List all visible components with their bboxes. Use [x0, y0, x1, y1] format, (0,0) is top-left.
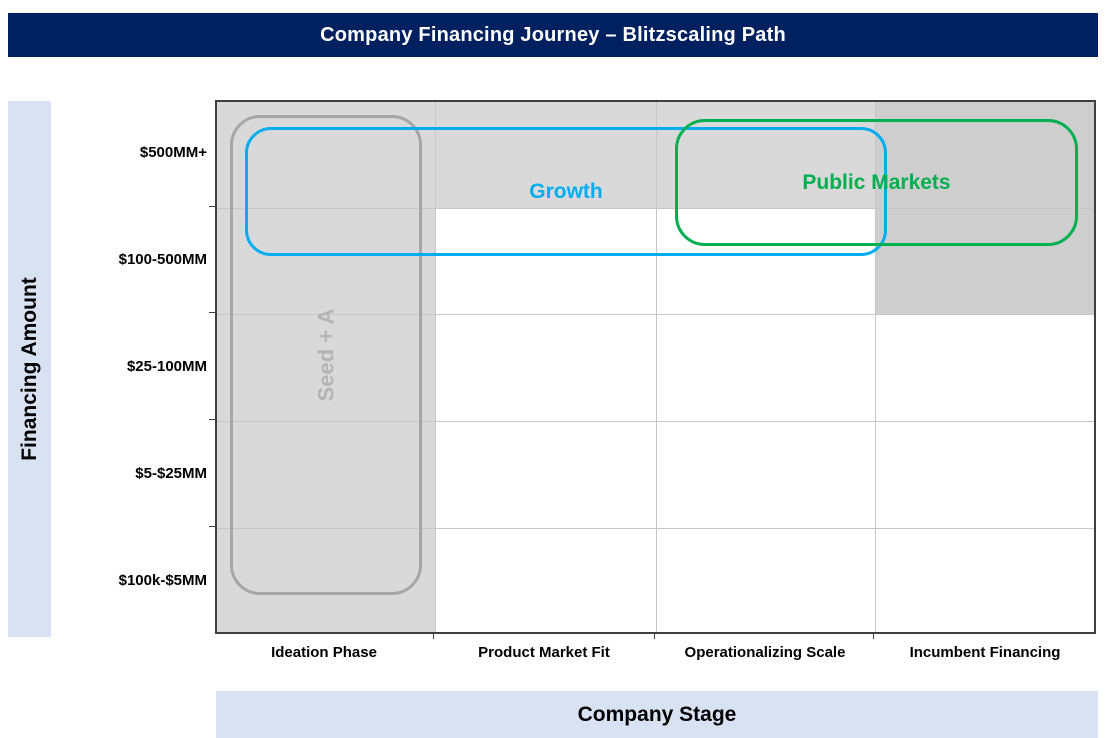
- horizontal-gridline-1: [217, 208, 1094, 209]
- region-growth-label: Growth: [529, 179, 603, 203]
- region-public-markets-label: Public Markets: [802, 170, 951, 194]
- region-growth: Growth: [245, 127, 887, 256]
- x-axis-tick-2: [654, 634, 655, 639]
- y-tick-label-500mm-plus: $500MM+: [139, 144, 207, 161]
- chart-title-bar: Company Financing Journey – Blitzscaling…: [8, 13, 1098, 57]
- y-axis-tick-3: [209, 419, 215, 420]
- x-tick-label-operationalizing-scale: Operationalizing Scale: [684, 644, 846, 661]
- x-tick-label-incumbent-financing: Incumbent Financing: [909, 644, 1061, 661]
- y-tick-label-100-500mm: $100-500MM: [118, 251, 207, 268]
- y-axis-title-band: Financing Amount: [8, 101, 51, 637]
- y-axis-tick-1: [209, 206, 215, 207]
- x-axis-tick-3: [873, 634, 874, 639]
- x-tick-label-product-market-fit: Product Market Fit: [478, 644, 610, 661]
- horizontal-gridline-4: [217, 528, 1094, 529]
- horizontal-gridline-2: [217, 314, 1094, 315]
- vertical-gridline-3: [875, 102, 876, 632]
- chart-title: Company Financing Journey – Blitzscaling…: [320, 23, 786, 46]
- y-axis-title: Financing Amount: [17, 277, 41, 461]
- vertical-gridline-1: [435, 102, 436, 632]
- x-axis-tick-1: [433, 634, 434, 639]
- y-axis-tick-2: [209, 312, 215, 313]
- region-seed-plus-a-label: Seed + A: [312, 308, 338, 402]
- y-axis-tick-4: [209, 526, 215, 527]
- region-seed-plus-a: Seed + A: [230, 115, 422, 595]
- x-axis-title: Company Stage: [577, 702, 737, 726]
- vertical-gridline-2: [656, 102, 657, 632]
- y-tick-label-5-25mm: $5-$25MM: [135, 465, 207, 482]
- region-public-markets: Public Markets: [675, 119, 1078, 246]
- y-tick-label-100k-5mm: $100k-$5MM: [118, 572, 207, 589]
- x-axis-title-band: Company Stage: [216, 691, 1098, 738]
- x-tick-label-ideation-phase: Ideation Phase: [271, 644, 377, 661]
- horizontal-gridline-3: [217, 421, 1094, 422]
- y-tick-label-25-100mm: $25-100MM: [126, 358, 207, 375]
